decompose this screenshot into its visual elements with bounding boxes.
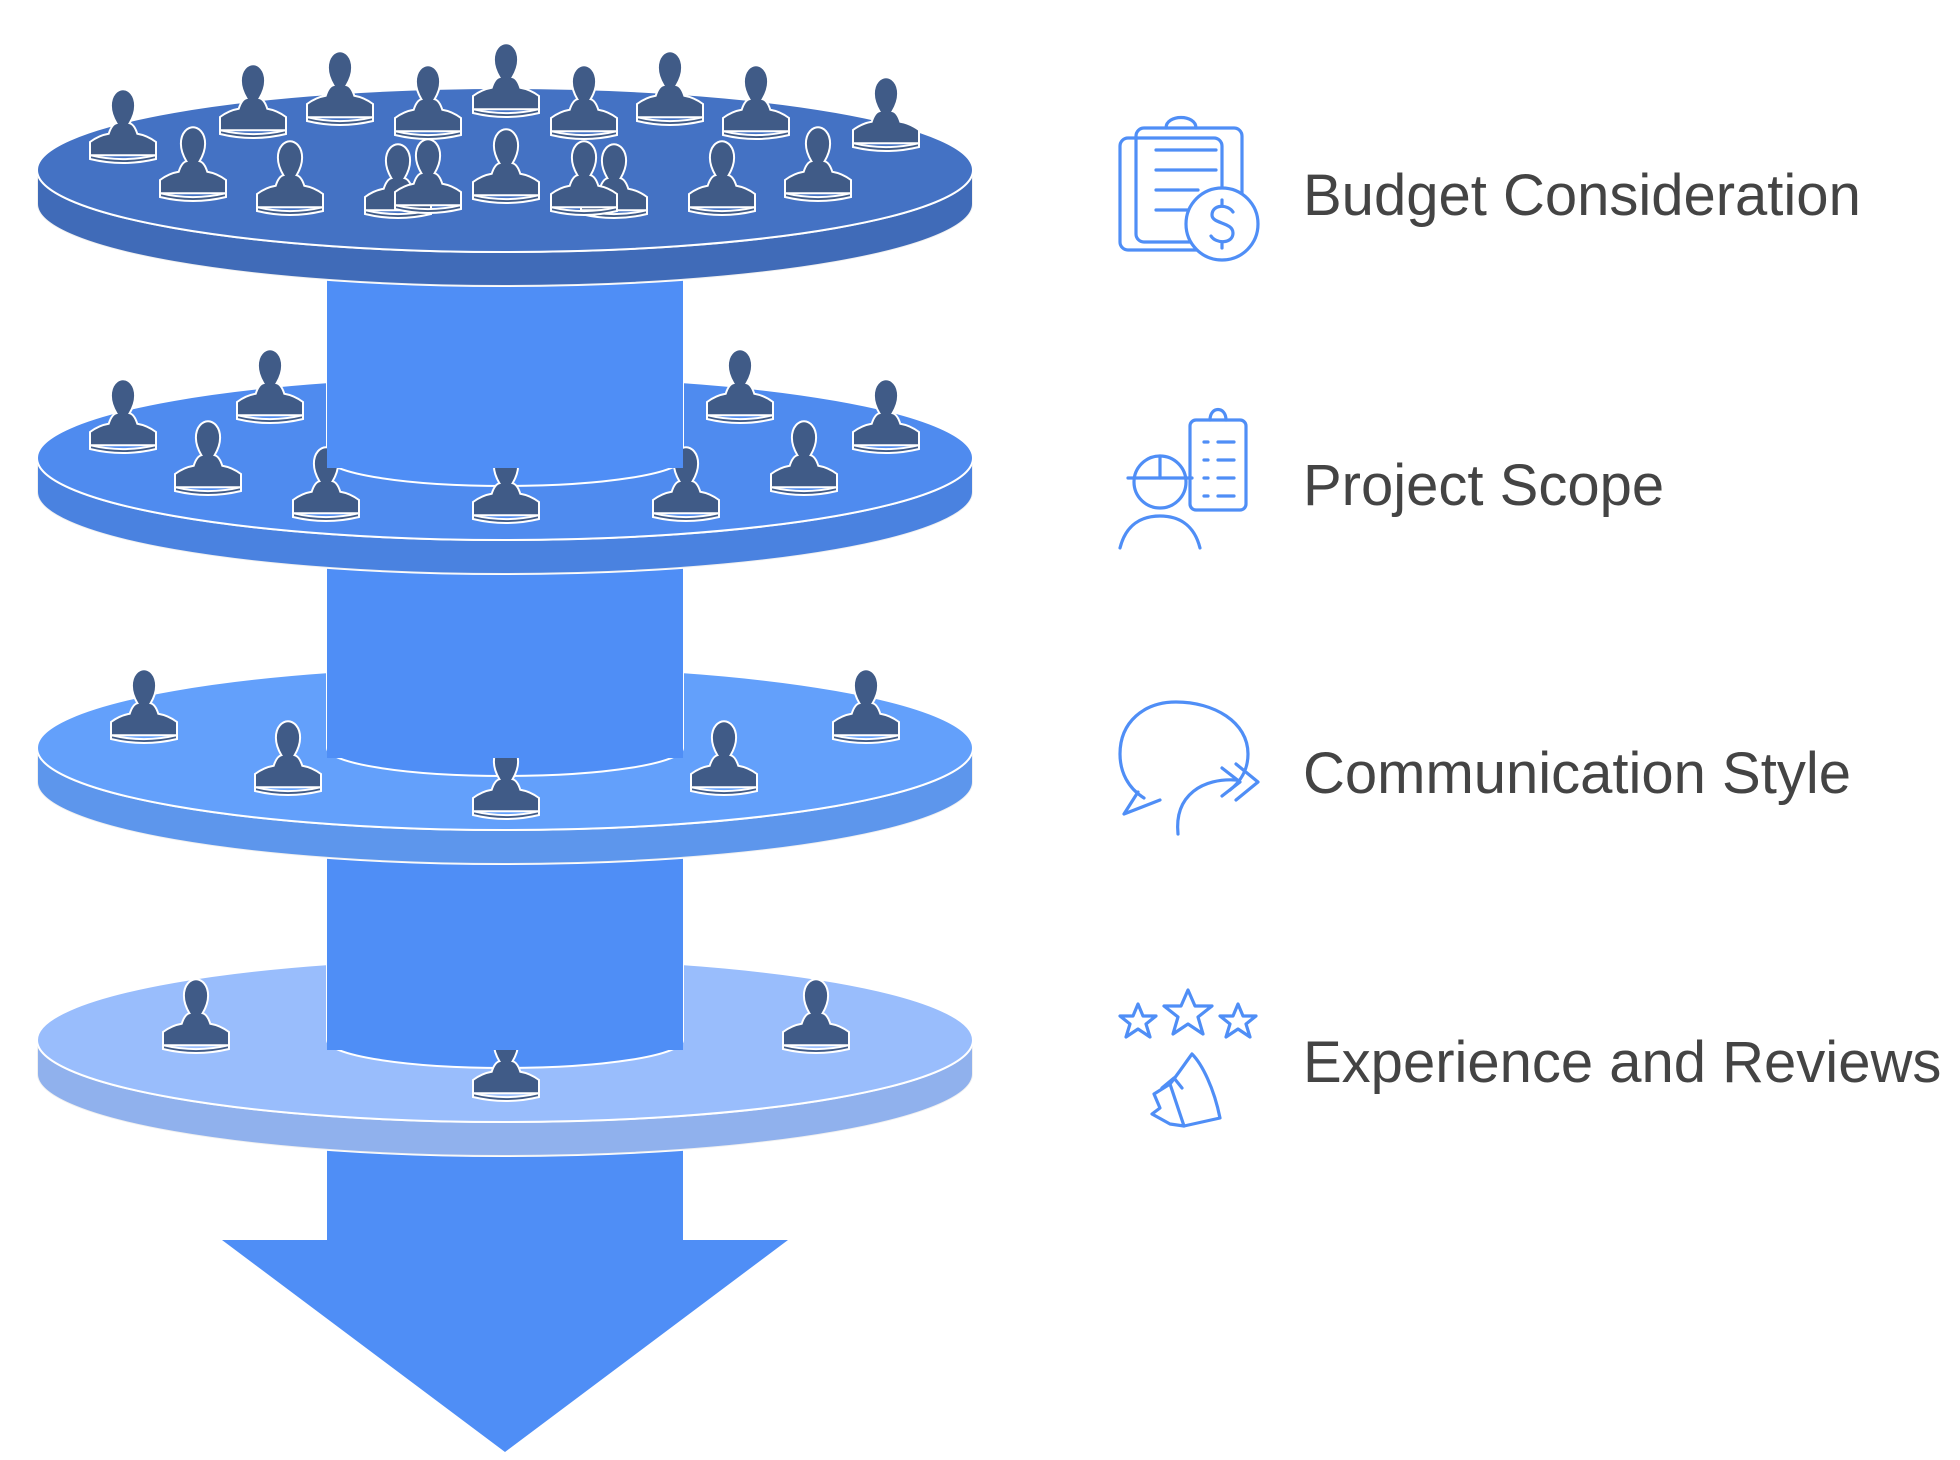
person-icon: [852, 76, 920, 152]
stage-label-experience-and-reviews: Experience and Reviews: [1303, 1030, 1941, 1095]
stars-thumbs-up-icon: [1118, 988, 1258, 1128]
person-icon: [636, 50, 704, 127]
arrow-head: [222, 1150, 788, 1452]
funnel-layer-budget-consideration: [36, 42, 974, 468]
person-icon: [472, 42, 540, 119]
speech-bubble-arrow-icon: [1118, 700, 1260, 836]
funnel-arrow: [222, 1150, 788, 1452]
engineer-checklist-icon: [1118, 407, 1248, 550]
stage-label-project-scope: Project Scope: [1303, 453, 1664, 518]
stage-label-budget-consideration: Budget Consideration: [1303, 163, 1861, 228]
person-icon: [306, 50, 374, 127]
clipboard-dollar-icon: [1118, 115, 1260, 262]
stage-label-communication-style: Communication Style: [1303, 741, 1851, 806]
